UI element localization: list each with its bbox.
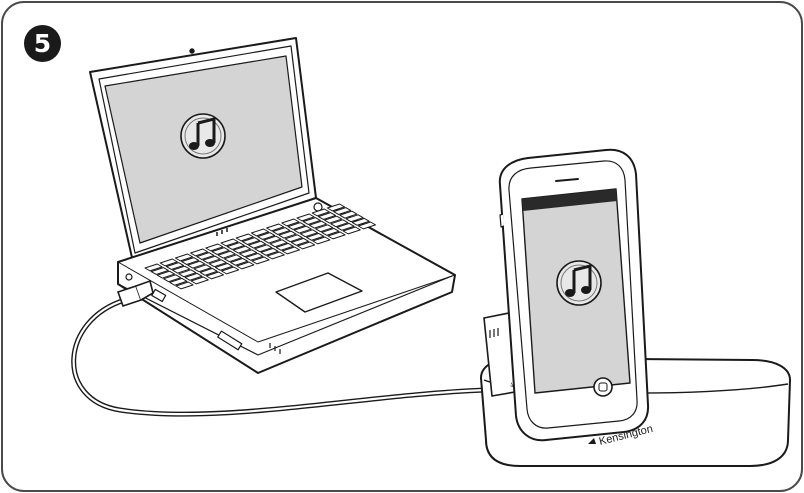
music-note-icon [181,114,225,158]
music-note-icon [557,261,601,305]
step-number-badge: 5 [24,25,61,62]
home-button [594,378,612,396]
